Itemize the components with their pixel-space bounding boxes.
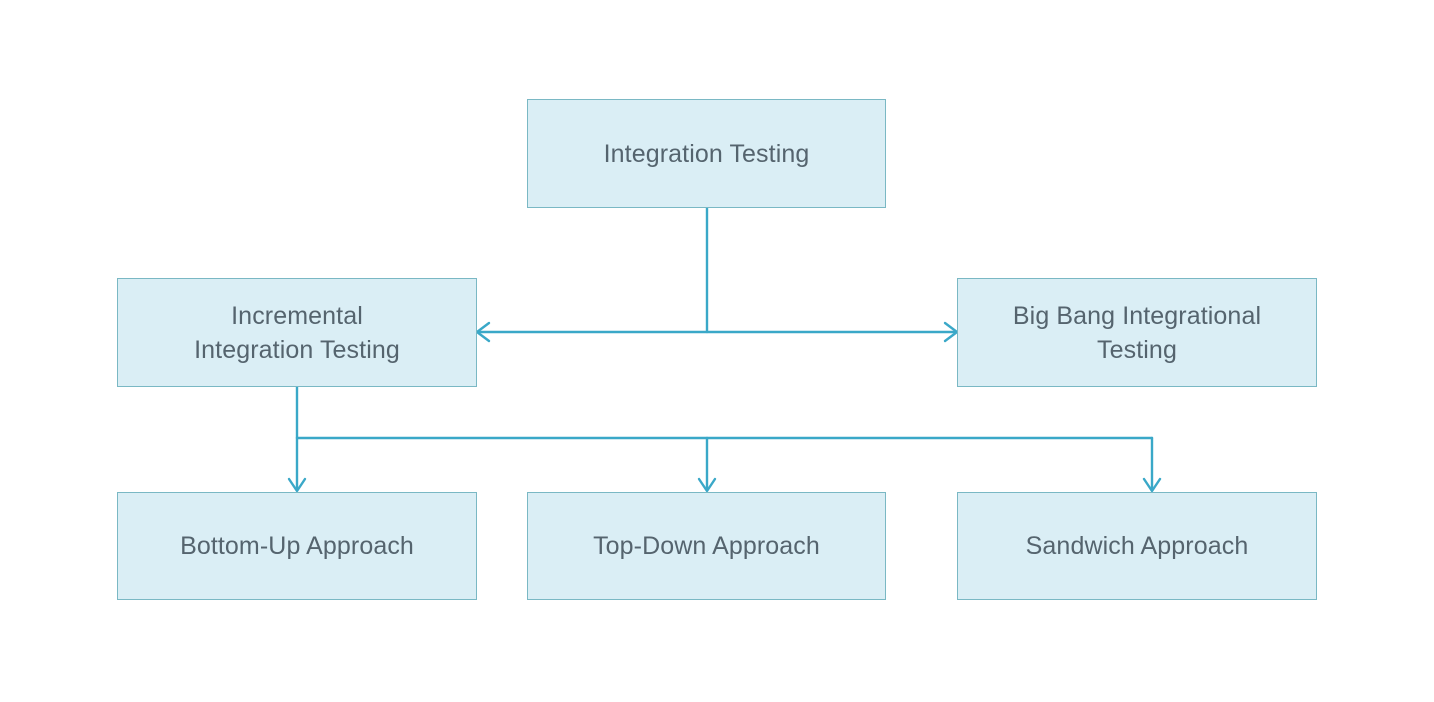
node-label: Sandwich Approach bbox=[1025, 532, 1249, 560]
arrowhead-to-bottom-up bbox=[287, 477, 307, 493]
node-bottom-up-approach[interactable]: Bottom-Up Approach bbox=[117, 492, 477, 600]
node-label: Top-Down Approach bbox=[593, 532, 820, 560]
node-integration-testing[interactable]: Integration Testing bbox=[527, 99, 886, 208]
node-big-bang-integrational-testing[interactable]: Big Bang Integrational Testing bbox=[957, 278, 1317, 387]
arrowhead-to-top-down bbox=[697, 477, 717, 493]
node-label: Incremental Integration Testing bbox=[194, 301, 400, 364]
node-label: Integration Testing bbox=[603, 139, 810, 168]
arrowhead-to-incremental bbox=[475, 321, 491, 343]
node-label: Bottom-Up Approach bbox=[180, 532, 414, 560]
node-sandwich-approach[interactable]: Sandwich Approach bbox=[957, 492, 1317, 600]
node-incremental-integration-testing[interactable]: Incremental Integration Testing bbox=[117, 278, 477, 387]
node-top-down-approach[interactable]: Top-Down Approach bbox=[527, 492, 886, 600]
arrowhead-to-sandwich bbox=[1142, 477, 1162, 493]
node-label: Big Bang Integrational Testing bbox=[1012, 301, 1262, 364]
arrowhead-to-big-bang bbox=[943, 321, 959, 343]
